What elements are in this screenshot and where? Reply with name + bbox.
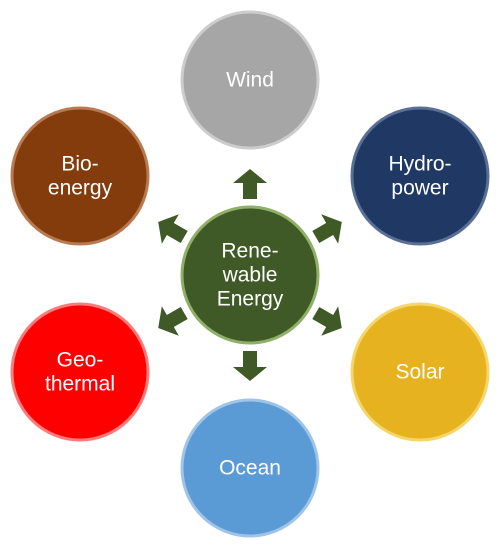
- arrows-group: [158, 169, 342, 381]
- node-bioenergy: Bio-energy: [10, 106, 150, 246]
- node-geothermal-circle: [10, 302, 150, 442]
- arrow-to-bioenergy: [158, 214, 188, 244]
- center-node-label-line-1: Rene-: [221, 240, 278, 263]
- node-geothermal-label-line-2: thermal: [45, 373, 115, 396]
- node-hydropower-label-line-1: Hydro-: [388, 153, 451, 176]
- node-ocean-label-line-1: Ocean: [219, 457, 281, 480]
- node-bioenergy-label-line-1: Bio-: [61, 153, 98, 176]
- node-geothermal-label-line-1: Geo-: [57, 349, 104, 372]
- node-ocean-circle: [180, 398, 320, 538]
- node-solar-circle: [350, 302, 490, 442]
- arrow-to-geothermal: [158, 306, 188, 336]
- node-ocean: Ocean: [180, 398, 320, 538]
- center-node-label-line-3: Energy: [217, 288, 284, 311]
- center-node-label-line-2: wable: [222, 264, 278, 287]
- arrow-to-solar: [312, 306, 342, 336]
- node-bioenergy-circle: [10, 106, 150, 246]
- node-hydropower-label-line-2: power: [391, 177, 448, 200]
- center-node-circle: [180, 205, 320, 345]
- node-hydropower-circle: [350, 106, 490, 246]
- node-solar-label-line-1: Solar: [395, 361, 444, 384]
- arrow-to-wind: [233, 169, 267, 199]
- node-bioenergy-label-line-2: energy: [48, 177, 113, 200]
- node-hydropower: Hydro-power: [350, 106, 490, 246]
- arrow-to-ocean: [233, 351, 267, 381]
- node-geothermal: Geo-thermal: [10, 302, 150, 442]
- node-wind: Wind: [180, 10, 320, 150]
- arrow-to-hydropower: [312, 214, 342, 244]
- node-wind-circle: [180, 10, 320, 150]
- node-wind-label-line-1: Wind: [226, 69, 274, 92]
- node-solar: Solar: [350, 302, 490, 442]
